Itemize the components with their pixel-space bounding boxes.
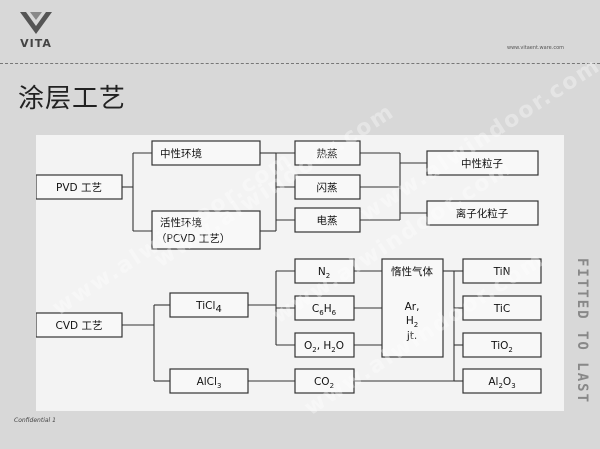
neutral-environment-box: 中性环境 <box>151 140 261 166</box>
ionized-particle-label: 离子化粒子 <box>456 207 509 220</box>
vita-logo: VITA <box>16 10 56 50</box>
n2-box: N2 <box>294 258 355 284</box>
confidential-footer: Confidential 1 <box>14 417 56 424</box>
ticl4-box: TiCl4 <box>169 292 249 318</box>
alcl3-label: AlCl3 <box>197 376 222 390</box>
vita-logo-icon <box>20 12 52 34</box>
co2-box: CO2 <box>294 368 355 394</box>
o2-h2o-label: O2, H2O <box>304 340 344 354</box>
website-url: www.vitaent.ware.com <box>506 45 564 51</box>
cvd-process-box: CVD 工艺 <box>36 312 123 338</box>
inert-gas-ar: Ar, <box>405 301 420 313</box>
pvd-process-box: PVD 工艺 <box>36 174 123 200</box>
tic-box: TiC <box>462 295 542 321</box>
logo-text: VITA <box>20 37 52 50</box>
fitted-to-last-stamp: FITTED TO LAST <box>574 258 590 405</box>
c6h6-box: C6H6 <box>294 295 355 321</box>
al2o3-label: Al2O3 <box>488 376 515 390</box>
tin-box: TiN <box>462 258 542 284</box>
inert-gas-box: 惰性气体 Ar, H2 jt. <box>381 258 444 358</box>
neutral-particle-box: 中性粒子 <box>426 150 539 176</box>
pvd-label: PVD 工艺 <box>56 182 102 194</box>
ionized-particle-box: 离子化粒子 <box>426 200 539 226</box>
neutral-particle-label: 中性粒子 <box>461 157 503 170</box>
electric-evaporation-label: 电蒸 <box>317 214 338 227</box>
n2-label: N2 <box>318 266 330 280</box>
inert-gas-etc: jt. <box>406 330 417 342</box>
ticl4-label: TiCl4 <box>195 300 222 315</box>
al2o3-box: Al2O3 <box>462 368 542 394</box>
active-environment-box: 活性环境 （PCVD 工艺） <box>151 210 261 250</box>
tin-label: TiN <box>493 266 511 278</box>
flash-evaporation-box: 闪蒸 <box>294 174 361 200</box>
c6h6-label: C6H6 <box>312 303 337 317</box>
active-environment-sublabel: （PCVD 工艺） <box>156 233 230 245</box>
hot-evaporation-box: 热蒸 <box>294 140 361 166</box>
inert-gas-h2: H2 <box>406 315 418 329</box>
tic-label: TiC <box>493 303 510 315</box>
cvd-label: CVD 工艺 <box>56 320 103 332</box>
page-title: 涂层工艺 <box>18 84 127 114</box>
alcl3-box: AlCl3 <box>169 368 249 394</box>
flash-evaporation-label: 闪蒸 <box>317 181 338 194</box>
co2-label: CO2 <box>314 376 334 390</box>
tio2-box: TiO2 <box>462 332 542 358</box>
hot-evaporation-label: 热蒸 <box>317 147 338 160</box>
electric-evaporation-box: 电蒸 <box>294 207 361 233</box>
inert-gas-label: 惰性气体 <box>391 265 433 278</box>
header-divider <box>0 63 600 64</box>
active-environment-label: 活性环境 <box>160 216 202 229</box>
coating-process-diagram: PVD 工艺 中性环境 活性环境 （PCVD 工艺） 热蒸 闪蒸 电蒸 <box>36 140 542 394</box>
diagram-panel: PVD 工艺 中性环境 活性环境 （PCVD 工艺） 热蒸 闪蒸 电蒸 <box>36 135 564 411</box>
o2-h2o-box: O2, H2O <box>294 332 355 358</box>
tio2-label: TiO2 <box>490 340 513 354</box>
neutral-environment-label: 中性环境 <box>160 147 202 160</box>
